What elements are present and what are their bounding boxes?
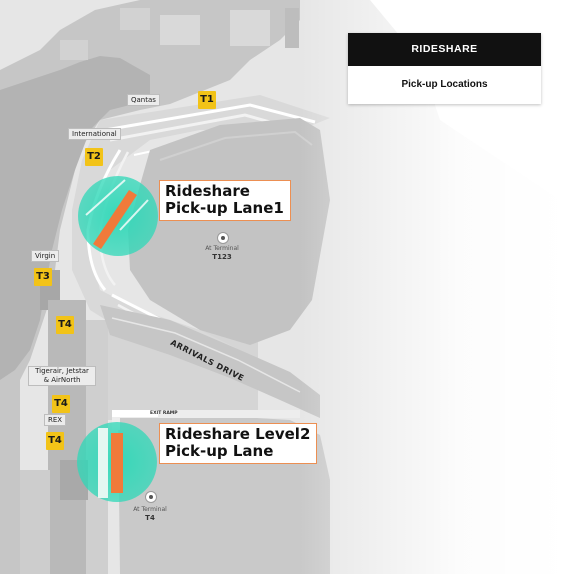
legend-subtitle: Pick-up Locations bbox=[401, 79, 488, 90]
terminal-badge-t4-a[interactable]: T4 bbox=[56, 316, 74, 334]
terminal-badge-t4-c[interactable]: T4 bbox=[46, 432, 64, 450]
pickup-callout-1-line2: Pick-up Lane1 bbox=[165, 199, 284, 217]
legend-title: RIDESHARE bbox=[348, 33, 541, 66]
legend-card: RIDESHARE Pick-up Locations bbox=[348, 33, 541, 104]
airline-label-tigerair: Tigerair, Jetstar & AirNorth bbox=[28, 366, 96, 386]
pickup-callout-2: Rideshare Level2 Pick-up Lane bbox=[159, 423, 318, 464]
pickup-callout-1: Rideshare Pick-up Lane1 bbox=[159, 180, 291, 221]
parking-caption-t4: At Terminal bbox=[133, 506, 167, 513]
airline-label-rex: REX bbox=[44, 414, 67, 426]
pickup-lane-1[interactable] bbox=[93, 190, 137, 249]
airline-label-qantas: Qantas bbox=[127, 94, 160, 106]
parking-label-t123: At Terminal T123 bbox=[192, 245, 252, 261]
pickup-callout-2-line2: Pick-up Lane bbox=[165, 442, 274, 460]
pickup-callout-1-line1: Rideshare bbox=[165, 182, 250, 200]
pickup-callout-2-line1: Rideshare Level2 bbox=[165, 425, 311, 443]
airline-label-international: International bbox=[68, 128, 121, 140]
terminal-badge-t3[interactable]: T3 bbox=[34, 268, 52, 286]
pickup-lane-2[interactable] bbox=[111, 433, 123, 493]
road-label-exit-ramp: EXIT RAMP bbox=[150, 411, 178, 416]
parking-pin-icon-t123[interactable] bbox=[217, 232, 229, 244]
parking-pin-icon-t4[interactable] bbox=[145, 491, 157, 503]
parking-label-t4: At Terminal T4 bbox=[120, 506, 180, 522]
terminal-badge-t2[interactable]: T2 bbox=[85, 148, 103, 166]
parking-caption-t123: At Terminal bbox=[205, 245, 239, 252]
airline-label-virgin: Virgin bbox=[31, 250, 60, 262]
terminal-badge-t1[interactable]: T1 bbox=[198, 91, 216, 109]
parking-code-t123: T123 bbox=[212, 253, 232, 261]
terminal-badge-t4-b[interactable]: T4 bbox=[52, 395, 70, 413]
parking-code-t4: T4 bbox=[145, 514, 155, 522]
